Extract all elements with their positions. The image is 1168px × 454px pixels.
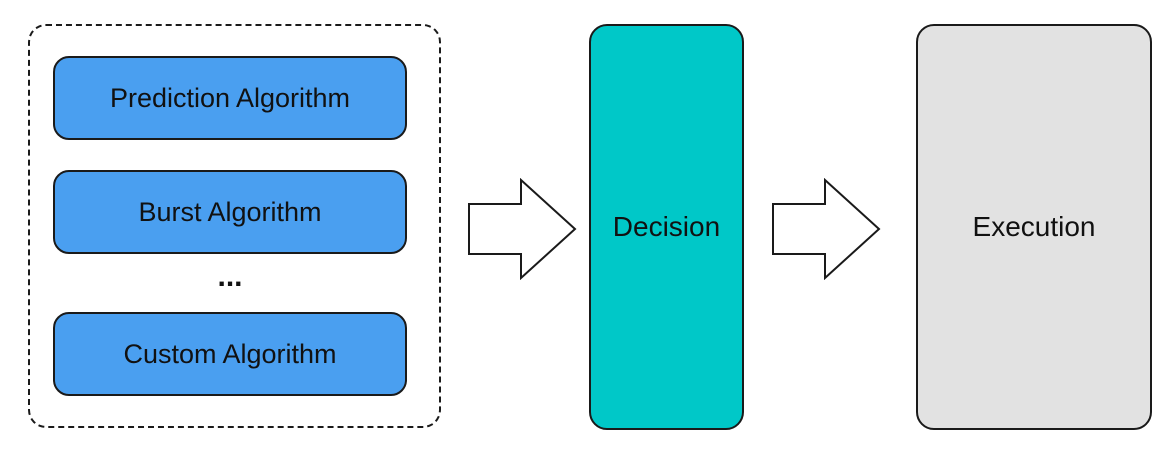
custom-algorithm-label: Custom Algorithm <box>123 338 337 369</box>
custom-algorithm-box: Custom Algorithm <box>53 312 407 396</box>
burst-algorithm-label: Burst Algorithm <box>138 196 322 227</box>
prediction-algorithm-label: Prediction Algorithm <box>109 82 351 113</box>
arrow-right-icon <box>468 178 577 280</box>
arrow-right-icon <box>772 178 881 280</box>
decision-box: Decision <box>589 24 744 430</box>
execution-box: Execution <box>916 24 1152 430</box>
algorithm-group-box <box>28 24 441 428</box>
execution-label: Execution <box>972 211 1096 242</box>
more-algorithms-ellipsis: ... <box>217 260 243 293</box>
prediction-algorithm-box: Prediction Algorithm <box>53 56 407 140</box>
burst-algorithm-box: Burst Algorithm <box>53 170 407 254</box>
decision-label: Decision <box>612 211 721 242</box>
